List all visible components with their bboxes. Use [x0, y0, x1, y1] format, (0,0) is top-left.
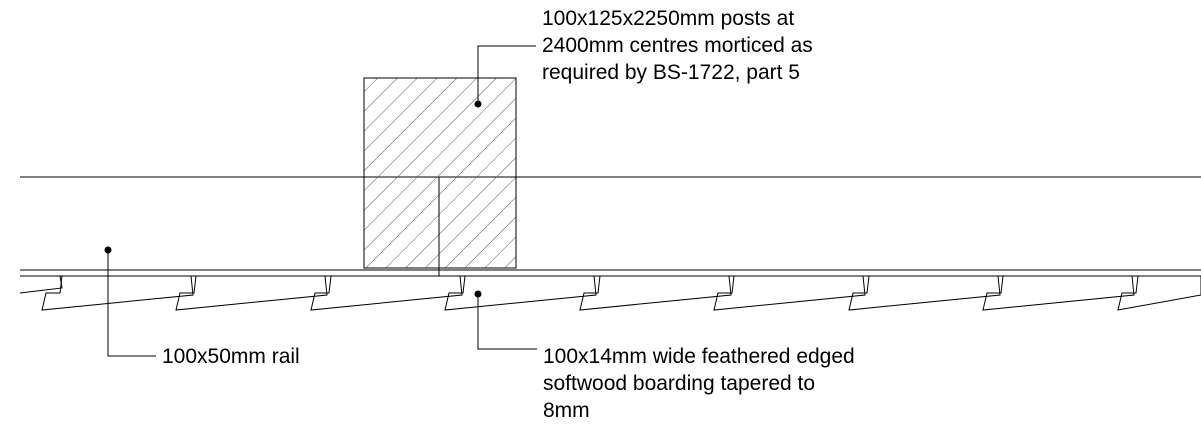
boarding-annotation-line-2: softwood boarding tapered to [543, 372, 816, 395]
feather-board-6 [713, 275, 866, 311]
boarding-annotation: 100x14mm wide feathered edged softwood b… [543, 343, 855, 424]
feather-edged-boards [19, 275, 1201, 311]
feather-board-4 [444, 275, 597, 311]
rail-annotation: 100x50mm rail [162, 343, 300, 370]
feather-board-7 [848, 275, 1001, 311]
boarding-annotation-line-1: 100x14mm wide feathered edged [543, 345, 855, 368]
post-annotation: 100x125x2250mm posts at 2400mm centres m… [542, 5, 813, 86]
rail-annotation-line-1: 100x50mm rail [162, 345, 300, 368]
post-annotation-line-1: 100x125x2250mm posts at [542, 7, 795, 30]
post-leader-line [477, 45, 536, 104]
boarding-annotation-line-3: 8mm [543, 399, 590, 422]
feather-board-3 [310, 275, 463, 311]
feather-board-0 [19, 275, 63, 294]
feather-board-1 [41, 275, 194, 311]
post-annotation-line-2: 2400mm centres morticed as [542, 34, 813, 57]
feather-board-9 [1117, 275, 1201, 311]
feather-board-8 [982, 275, 1135, 311]
rail-leader-line [107, 250, 156, 357]
post-section [363, 77, 517, 269]
feather-board-5 [579, 275, 732, 311]
boarding-leader-line [477, 294, 537, 350]
post-annotation-line-3: required by BS-1722, part 5 [542, 61, 800, 84]
feather-board-2 [175, 275, 328, 311]
